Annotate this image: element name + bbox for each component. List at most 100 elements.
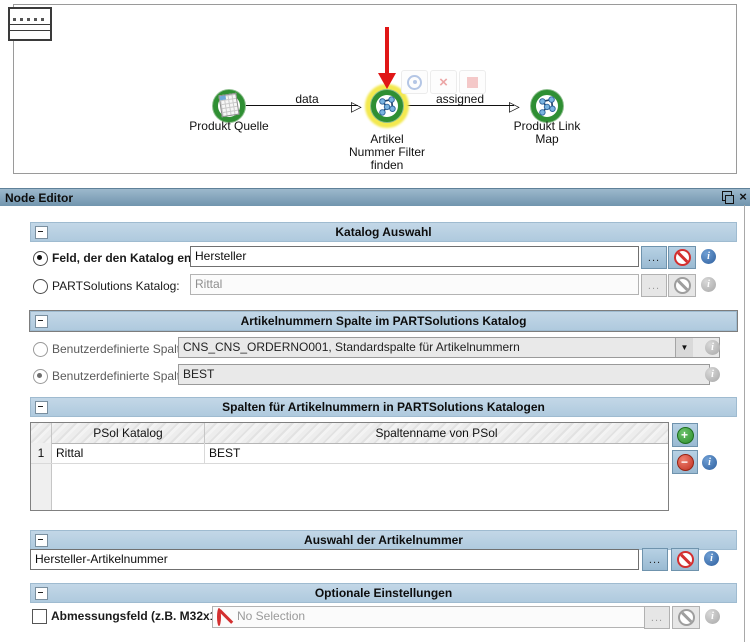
stop-square-icon <box>467 76 478 88</box>
collapse-icon[interactable] <box>35 401 48 414</box>
katalog-feld-input[interactable]: Hersteller <box>190 246 639 267</box>
table-row[interactable]: 1 Rittal BEST <box>31 443 668 464</box>
thumbnail-line <box>10 30 50 31</box>
radio-standardspalte <box>33 342 48 357</box>
panel-title: Node Editor <box>5 190 73 205</box>
collapse-icon[interactable] <box>35 587 48 600</box>
node-label-produkt-quelle: Produkt Quelle <box>189 119 269 133</box>
no-selection-icon <box>673 277 691 294</box>
info-icon-disabled: i <box>705 367 720 382</box>
section-title: Spalten für Artikelnummern in PARTSoluti… <box>222 400 545 414</box>
clear-selection-button-disabled <box>672 606 700 629</box>
node-artikel-nummer-filter[interactable] <box>371 90 403 122</box>
section-title: Artikelnummern Spalte im PARTSolutions K… <box>240 314 527 328</box>
remove-row-button[interactable]: − <box>672 450 698 474</box>
table-header-row: PSol Katalog Spaltenname von PSol <box>31 423 668 444</box>
dropdown-arrow-icon[interactable]: ▼ <box>675 338 693 357</box>
arrowhead-icon: ▷ <box>351 98 362 114</box>
benutzerdefinierte-spalte-input: BEST <box>178 364 710 385</box>
radio-label-benutzerdefinierte-spalte: Benutzerdefinierte Spalte: <box>52 369 191 383</box>
radio-partsolutions-katalog[interactable] <box>33 279 48 294</box>
node-editor-titlebar: Node Editor <box>0 188 750 206</box>
spalte-dropdown[interactable]: CNS_CNS_ORDERNO001, Standardspalte für A… <box>178 337 720 358</box>
node-label-artikel-line3: finden <box>370 158 404 172</box>
info-icon[interactable]: i <box>704 551 719 566</box>
run-node-button[interactable] <box>401 70 428 94</box>
panel-right-edge <box>744 205 745 642</box>
run-icon <box>407 74 422 90</box>
thumbnail-line <box>10 24 50 25</box>
no-selection-icon <box>673 249 691 266</box>
abmessungsfeld-input: No Selection <box>212 606 659 628</box>
browse-button-disabled: ... <box>644 606 670 629</box>
browse-button[interactable]: ... <box>641 246 667 269</box>
clear-selection-button-disabled <box>668 274 696 297</box>
node-label-artikel-line1: Artikel <box>370 132 404 146</box>
add-row-button[interactable]: + <box>672 423 698 447</box>
corner-header-cell <box>31 423 52 443</box>
pointer-arrow-head <box>378 73 396 89</box>
browse-button-disabled: ... <box>641 274 667 297</box>
clear-selection-button[interactable] <box>671 548 699 571</box>
radio-label-partsolutions-katalog: PARTSolutions Katalog: <box>52 279 180 293</box>
spalten-table: PSol Katalog Spaltenname von PSol 1 Ritt… <box>30 422 669 511</box>
node-produkt-quelle[interactable] <box>213 90 245 122</box>
spreadsheet-icon <box>218 92 240 118</box>
artikelnummer-input[interactable]: Hersteller-Artikelnummer <box>30 549 639 570</box>
section-header-auswahl-artikelnummer: Auswahl der Artikelnummer <box>30 530 737 550</box>
pointer-arrow-shaft <box>385 27 389 74</box>
section-title: Katalog Auswahl <box>335 225 432 239</box>
node-label-produkt-link-line1: Produkt Link <box>513 119 581 133</box>
checkbox-label-abmessungsfeld: Abmessungsfeld (z.B. M32x100): <box>51 609 238 623</box>
no-selection-icon <box>676 551 694 568</box>
no-selection-icon <box>677 609 695 626</box>
section-title: Auswahl der Artikelnummer <box>304 533 463 547</box>
edge-assigned <box>403 105 514 106</box>
info-icon-disabled: i <box>701 277 716 292</box>
network-graph-icon <box>379 96 396 116</box>
network-graph-icon <box>539 96 556 116</box>
radio-label-feld-katalog: Feld, der den Katalog enthält: <box>52 251 221 265</box>
collapse-icon[interactable] <box>35 534 48 547</box>
section-header-katalog-auswahl: Katalog Auswahl <box>30 222 737 242</box>
edge-label-data: data <box>295 92 319 106</box>
info-icon-disabled: i <box>705 340 720 355</box>
no-selection-icon <box>217 608 221 626</box>
collapse-icon[interactable] <box>35 315 48 328</box>
collapse-icon[interactable] <box>35 226 48 239</box>
cancel-node-button[interactable]: × <box>430 70 457 94</box>
partsolutions-katalog-input: Rittal <box>190 274 639 295</box>
radio-benutzerdefinierte-spalte <box>33 369 48 384</box>
info-icon[interactable]: i <box>701 249 716 264</box>
abmessungsfeld-checkbox[interactable] <box>32 609 47 624</box>
edge-label-assigned: assigned <box>435 92 485 106</box>
minus-icon: − <box>676 453 694 471</box>
browse-button[interactable]: ... <box>642 548 668 571</box>
info-icon-disabled: i <box>705 609 720 624</box>
node-label-artikel-line2: Nummer Filter <box>348 145 425 159</box>
info-icon[interactable]: i <box>702 455 717 470</box>
close-icon[interactable]: × <box>739 189 747 204</box>
column-header-psol-katalog[interactable]: PSol Katalog <box>52 423 205 443</box>
workflow-canvas <box>13 4 737 174</box>
thumbnail-marks <box>13 18 45 21</box>
cancel-x-icon: × <box>439 73 448 91</box>
arrowhead-icon: ▷ <box>509 98 520 114</box>
column-header-spaltenname[interactable]: Spaltenname von PSol <box>375 426 498 440</box>
node-label-produkt-link-line2: Map <box>535 132 559 146</box>
overview-thumbnail <box>8 7 52 41</box>
radio-feld-katalog[interactable] <box>33 251 48 266</box>
node-action-toolbar: × <box>401 70 486 94</box>
node-produkt-link-map[interactable] <box>531 90 563 122</box>
float-window-icon[interactable] <box>722 191 734 204</box>
section-header-spalten-tabelle: Spalten für Artikelnummern in PARTSoluti… <box>30 397 737 417</box>
stop-node-button[interactable] <box>459 70 486 94</box>
section-title: Optionale Einstellungen <box>314 586 453 600</box>
edge-data <box>245 105 358 106</box>
cell-spaltenname[interactable]: BEST <box>209 446 241 460</box>
radio-label-standardspalte: Benutzerdefinierte Spalte: <box>52 342 191 356</box>
cell-psol-katalog[interactable]: Rittal <box>52 443 205 463</box>
clear-selection-button[interactable] <box>668 246 696 269</box>
section-header-artikelnummern-spalte: Artikelnummern Spalte im PARTSolutions K… <box>29 310 738 332</box>
